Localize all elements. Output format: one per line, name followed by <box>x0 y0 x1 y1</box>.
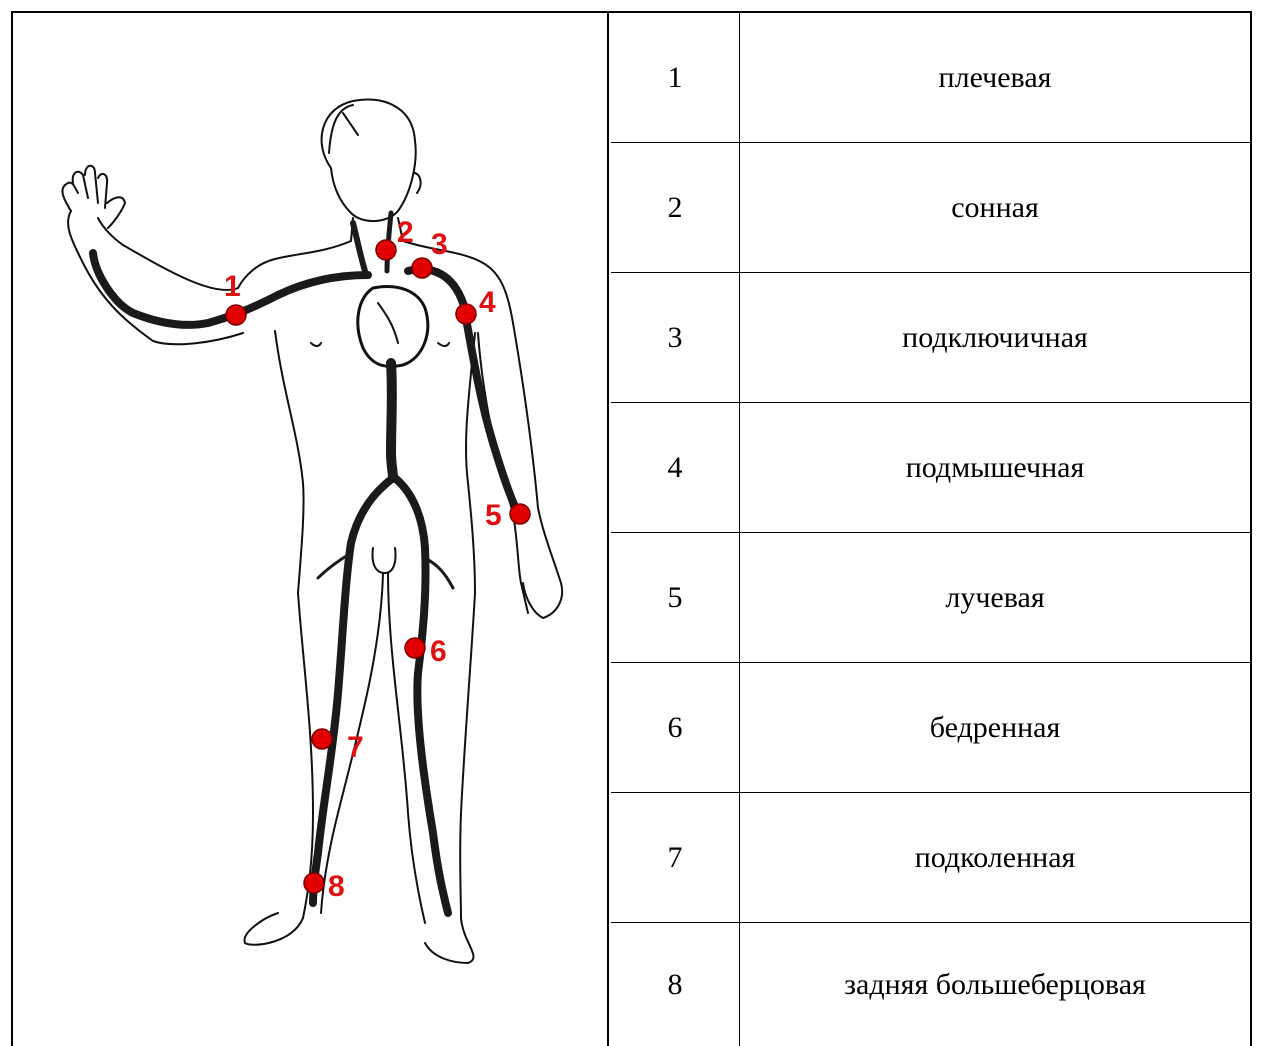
pulse-label-3: 3 <box>431 228 448 261</box>
pulse-label-6: 6 <box>430 635 447 668</box>
artery-name: задняя большеберцовая <box>740 923 1250 1046</box>
table-row: 8 задняя большеберцовая <box>611 923 1250 1046</box>
table-row: 1 плечевая <box>611 13 1250 143</box>
row-number: 7 <box>611 793 740 922</box>
row-number: 4 <box>611 403 740 532</box>
artery-name: подключичная <box>740 273 1250 402</box>
figure-cell: 1 2 3 4 5 6 7 8 <box>13 13 609 1046</box>
pulse-point-7 <box>312 729 332 749</box>
pulse-label-7: 7 <box>347 731 364 764</box>
pulse-point-8 <box>304 873 324 893</box>
body-arteries-figure: 1 2 3 4 5 6 7 8 <box>13 13 609 1046</box>
arteries-table: 1 плечевая 2 сонная 3 подключичная 4 под… <box>611 13 1250 1046</box>
artery-name: бедренная <box>740 663 1250 792</box>
pulse-point-5 <box>510 504 530 524</box>
pulse-point-1 <box>226 305 246 325</box>
table-row: 4 подмышечная <box>611 403 1250 533</box>
pulse-label-2: 2 <box>397 216 414 249</box>
table-row: 2 сонная <box>611 143 1250 273</box>
artery-name: подколенная <box>740 793 1250 922</box>
row-number: 8 <box>611 923 740 1046</box>
pulse-point-2 <box>376 240 396 260</box>
pulse-point-6 <box>405 638 425 658</box>
artery-name: плечевая <box>740 13 1250 142</box>
table-row: 7 подколенная <box>611 793 1250 923</box>
table-row: 5 лучевая <box>611 533 1250 663</box>
pulse-point-4 <box>456 304 476 324</box>
pulse-label-8: 8 <box>328 870 345 903</box>
row-number: 5 <box>611 533 740 662</box>
artery-name: подмышечная <box>740 403 1250 532</box>
pulse-label-4: 4 <box>479 286 496 319</box>
row-number: 2 <box>611 143 740 272</box>
pulse-label-1: 1 <box>224 270 241 303</box>
arteries <box>93 213 518 913</box>
row-number: 3 <box>611 273 740 402</box>
artery-name: сонная <box>740 143 1250 272</box>
row-number: 1 <box>611 13 740 142</box>
artery-name: лучевая <box>740 533 1250 662</box>
table-row: 3 подключичная <box>611 273 1250 403</box>
pulse-point-3 <box>412 258 432 278</box>
table-row: 6 бедренная <box>611 663 1250 793</box>
row-number: 6 <box>611 663 740 792</box>
pulse-label-5: 5 <box>485 499 502 532</box>
